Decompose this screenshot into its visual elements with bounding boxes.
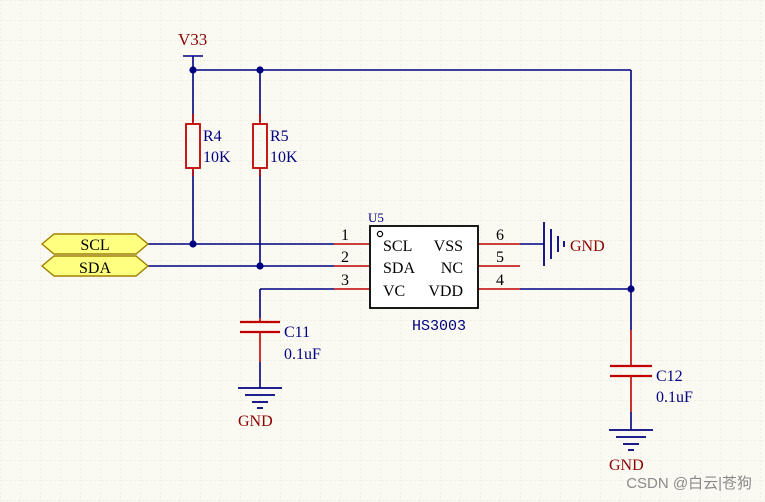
ic-pin-name: SDA bbox=[383, 260, 415, 277]
capacitor-c12-ref: C12 bbox=[656, 368, 683, 385]
ic-ref: U5 bbox=[368, 210, 384, 225]
junction-dot bbox=[627, 285, 635, 293]
gnd-label: GND bbox=[238, 413, 273, 430]
ic-pin-number: 2 bbox=[341, 249, 349, 266]
ic-pin-number: 4 bbox=[496, 272, 504, 289]
wire-network bbox=[146, 56, 632, 330]
ic-pin-number: 5 bbox=[496, 249, 504, 266]
resistor-r5-value: 10K bbox=[270, 149, 298, 166]
watermark-text: CSDN @白云|苍狗 bbox=[626, 475, 752, 492]
resistor-r4-value: 10K bbox=[203, 149, 231, 166]
ic-pin-name: SCL bbox=[383, 238, 412, 255]
ic-u5[interactable]: U5 HS3003 1 2 3 6 5 4 SCL SDA VC VSS NC … bbox=[334, 210, 520, 335]
ic-part-name: HS3003 bbox=[412, 318, 466, 335]
capacitor-c12-value: 0.1uF bbox=[656, 389, 693, 406]
junction-dot bbox=[189, 66, 197, 74]
resistor-r5-ref: R5 bbox=[270, 128, 289, 145]
gnd-symbol-c11[interactable]: GND bbox=[238, 362, 282, 430]
junction-dot bbox=[256, 262, 264, 270]
net-label-scl-text: SCL bbox=[80, 237, 109, 254]
ic-body bbox=[369, 225, 479, 309]
capacitor-c12[interactable]: C12 0.1uF bbox=[610, 330, 693, 412]
vcc-power-port[interactable]: V33 bbox=[178, 30, 207, 57]
ic-pin-number: 6 bbox=[496, 227, 504, 244]
ic-pin-name: VDD bbox=[428, 283, 463, 300]
ic-pin-number: 3 bbox=[341, 272, 349, 289]
resistor-r4[interactable]: R4 10K bbox=[185, 114, 231, 176]
gnd-label: GND bbox=[609, 457, 644, 474]
ic-pin1-marker bbox=[376, 230, 384, 238]
ic-pin-number: 1 bbox=[341, 227, 349, 244]
gnd-symbol-c12[interactable]: GND bbox=[609, 412, 653, 474]
gnd-symbol-vss[interactable]: GND bbox=[520, 222, 605, 266]
ic-pin-name: NC bbox=[441, 260, 463, 277]
gnd-label: GND bbox=[570, 238, 605, 255]
ic-pin-name: VSS bbox=[434, 238, 463, 255]
vcc-label: V33 bbox=[178, 30, 207, 49]
capacitor-c11[interactable]: C11 0.1uF bbox=[240, 318, 321, 363]
resistor-r4-ref: R4 bbox=[203, 128, 222, 145]
net-label-scl[interactable]: SCL bbox=[40, 233, 150, 255]
junction-dot bbox=[189, 240, 197, 248]
junction-dot bbox=[256, 66, 264, 74]
net-label-sda[interactable]: SDA bbox=[40, 255, 150, 277]
capacitor-c11-value: 0.1uF bbox=[284, 346, 321, 363]
ic-pin-name: VC bbox=[383, 283, 405, 300]
capacitor-c11-ref: C11 bbox=[284, 324, 310, 341]
junction-dots bbox=[189, 66, 635, 293]
resistor-r5[interactable]: R5 10K bbox=[252, 114, 298, 176]
net-label-sda-text: SDA bbox=[79, 260, 111, 277]
